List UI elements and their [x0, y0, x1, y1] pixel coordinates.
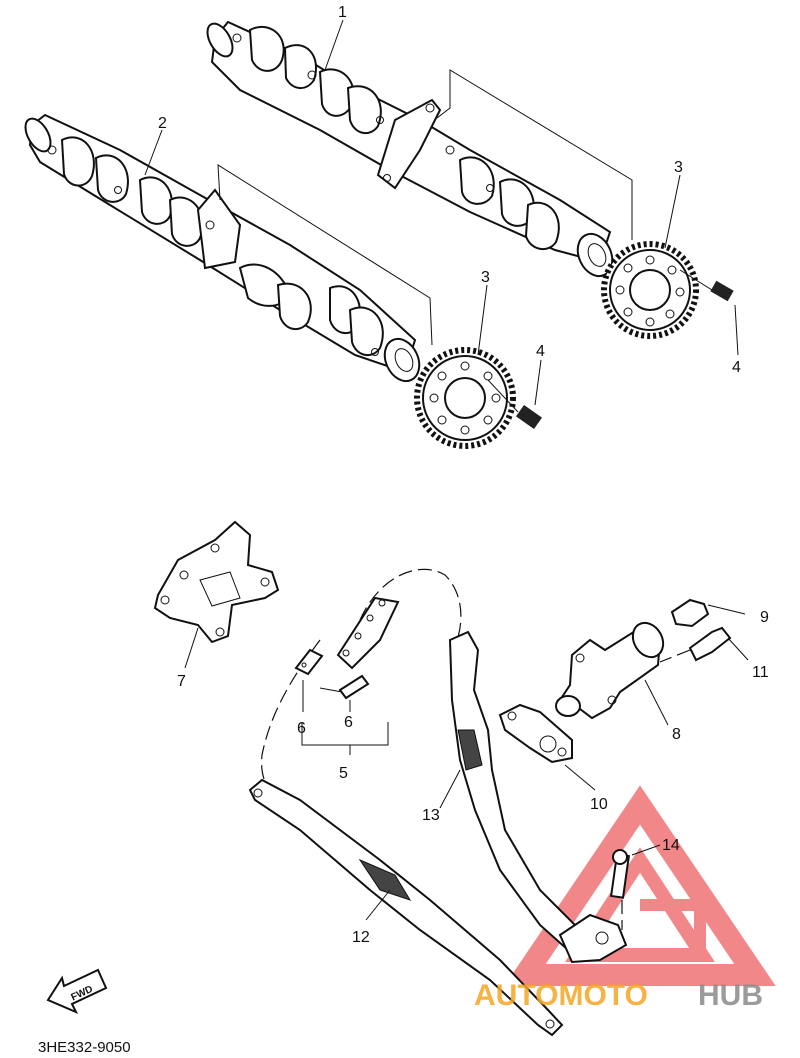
callout-12: 12 [352, 929, 370, 946]
camshaft-intake [24, 113, 421, 383]
chain-link-plate [294, 648, 324, 676]
callout-6-right: 6 [344, 714, 353, 731]
pivot-bolt [610, 844, 661, 930]
callout-5: 5 [339, 765, 348, 782]
assembly-lines [217, 69, 633, 346]
tensioner-bolt [659, 626, 749, 663]
bracket-5 [301, 680, 389, 755]
cam-sprocket-lower [414, 347, 516, 449]
callout-4-upper: 4 [732, 359, 741, 376]
part-code: 3HE332-9050 [38, 1039, 131, 1056]
sprocket-bolt-lower [487, 379, 543, 430]
callout-9: 9 [760, 609, 769, 626]
watermark-text-orange: AUTOMOTO [474, 979, 648, 1012]
chain-guide-rear [448, 630, 582, 952]
fwd-arrow-icon: FWD [46, 968, 108, 1014]
tensioner-arm [248, 778, 564, 1037]
callout-3-lower: 3 [481, 269, 490, 286]
callout-13: 13 [422, 807, 440, 824]
callout-10: 10 [590, 796, 608, 813]
chain-tensioner [555, 621, 665, 720]
chain-guide-top [153, 520, 280, 644]
leader-lines [144, 19, 739, 921]
watermark-text-gray: HUB [698, 979, 763, 1012]
callout-14: 14 [662, 837, 680, 854]
watermark-text: AUTOMOTO HUB [474, 979, 763, 1012]
timing-chain [261, 568, 462, 791]
callout-11: 11 [752, 664, 769, 681]
cam-sprocket-upper [601, 241, 699, 339]
sprocket-bolt-upper [679, 269, 734, 302]
guide-pivot-bracket [558, 913, 628, 964]
callout-3-upper: 3 [674, 159, 683, 176]
callout-6-left: 6 [297, 720, 306, 737]
callout-2: 2 [158, 115, 167, 132]
callout-1: 1 [338, 4, 347, 21]
callout-8: 8 [672, 726, 681, 743]
camshaft-exhaust [206, 20, 614, 278]
chain-link-pin [319, 674, 370, 700]
watermark-logo [504, 785, 776, 986]
tensioner-gasket [498, 703, 573, 764]
callout-4-lower: 4 [536, 343, 545, 360]
callout-7: 7 [177, 673, 186, 690]
tensioner-cap-bolt [670, 598, 746, 628]
callout-labels: 1 2 3 3 4 4 5 6 6 7 8 9 10 11 12 13 14 [158, 4, 769, 946]
